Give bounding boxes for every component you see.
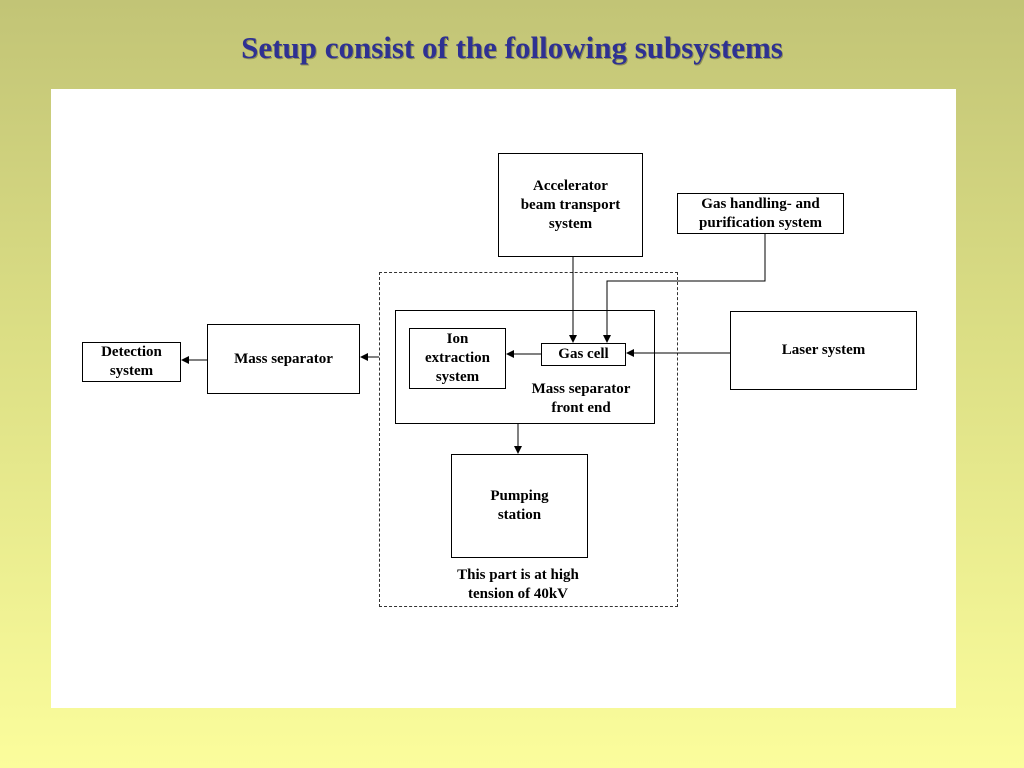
mass-separator-box: Mass separator	[207, 324, 360, 394]
ion-extraction-box: Ion extraction system	[409, 328, 506, 389]
accelerator-box: Accelerator beam transport system	[498, 153, 643, 257]
front-end-label: Mass separator front end	[531, 381, 631, 416]
high-tension-region	[379, 272, 678, 607]
slide-title: Setup consist of the following subsystem…	[241, 30, 783, 65]
laser-box: Laser system	[730, 311, 917, 390]
connectors	[181, 234, 766, 454]
edge-gas-handling-gas-cell	[603, 234, 766, 343]
detection-box: Detection system	[82, 342, 181, 382]
pumping-box: Pumping station	[451, 454, 588, 558]
diagram-panel: Accelerator beam transport system Gas ha…	[51, 89, 956, 708]
gas-handling-box: Gas handling- and purification system	[677, 193, 844, 234]
high-tension-label: This part is at high tension of 40kV	[457, 567, 579, 602]
gas-cell-box: Gas cell	[541, 343, 626, 366]
